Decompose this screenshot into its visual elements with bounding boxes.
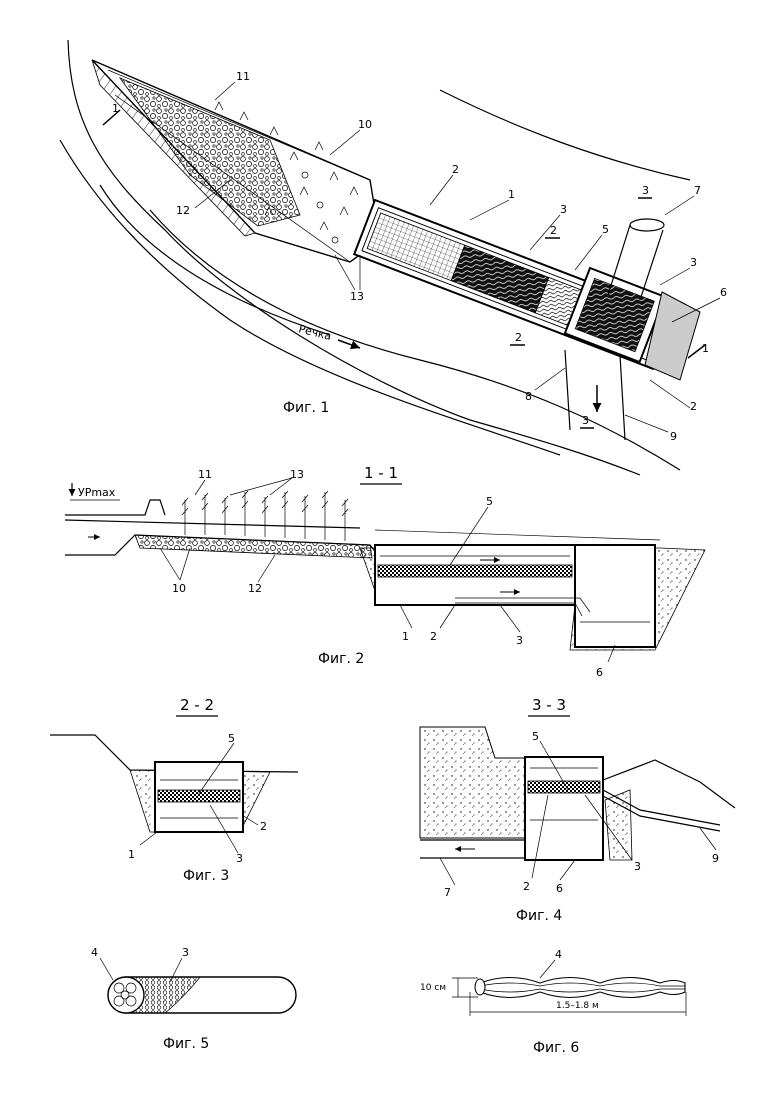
dim-diameter-label: 10 см	[420, 983, 446, 993]
svg-text:2: 2	[690, 400, 697, 413]
svg-text:2: 2	[523, 880, 530, 893]
svg-text:5: 5	[486, 495, 493, 508]
svg-text:2: 2	[260, 820, 267, 833]
svg-text:1: 1	[702, 342, 709, 355]
svg-text:2: 2	[452, 163, 459, 176]
figure-caption: Фиг. 2	[318, 651, 364, 667]
gravel-layer	[135, 535, 372, 558]
section-title: 3 - 3	[532, 696, 566, 714]
level-label: УРmax	[78, 486, 116, 499]
figure-caption: Фиг. 5	[163, 1036, 209, 1052]
gravel-fill	[120, 78, 300, 226]
svg-text:4: 4	[91, 946, 98, 959]
svg-text:1: 1	[402, 630, 409, 643]
figure-caption: Фиг. 1	[283, 400, 329, 416]
svg-text:3: 3	[582, 414, 589, 427]
soil-right	[605, 790, 632, 860]
callouts-fig6: 4	[540, 948, 562, 978]
svg-text:2: 2	[515, 331, 522, 344]
svg-text:8: 8	[525, 390, 532, 403]
figure-2: 1 - 1 УРmax	[65, 464, 705, 679]
svg-text:5: 5	[228, 732, 235, 745]
svg-text:7: 7	[694, 184, 701, 197]
svg-text:3: 3	[516, 634, 523, 647]
soil-block	[420, 727, 525, 838]
svg-text:3: 3	[182, 946, 189, 959]
svg-text:9: 9	[670, 430, 677, 443]
svg-text:1: 1	[128, 848, 135, 861]
section-title: 1 - 1	[364, 464, 398, 482]
figure-caption: Фиг. 6	[533, 1040, 579, 1056]
svg-text:6: 6	[556, 882, 563, 895]
svg-text:3: 3	[690, 256, 697, 269]
pipe-7-mouth	[630, 219, 664, 231]
terrain-line	[440, 90, 690, 180]
section-title: 2 - 2	[180, 696, 214, 714]
svg-text:10: 10	[172, 582, 186, 595]
svg-text:4: 4	[555, 948, 562, 961]
svg-text:2: 2	[430, 630, 437, 643]
figure-5: 4 3 Фиг. 5	[91, 946, 296, 1052]
filter-layer	[158, 790, 240, 802]
top-line	[375, 530, 660, 540]
svg-text:6: 6	[720, 286, 727, 299]
svg-text:5: 5	[532, 730, 539, 743]
dim-length-label: 1.5–1.8 м	[556, 1001, 599, 1011]
svg-text:1: 1	[508, 188, 515, 201]
figure-1: Речка 1 1 2 2 3 3 1 2 3 5 3 7 6 8 2	[60, 40, 727, 475]
svg-text:13: 13	[290, 468, 304, 481]
svg-text:7: 7	[444, 886, 451, 899]
svg-text:1: 1	[112, 102, 119, 115]
bundle-outline	[480, 978, 685, 998]
water-surface	[65, 520, 360, 528]
svg-text:6: 6	[596, 666, 603, 679]
svg-text:11: 11	[198, 468, 212, 481]
svg-text:12: 12	[176, 204, 190, 217]
svg-text:5: 5	[602, 223, 609, 236]
svg-text:3: 3	[642, 184, 649, 197]
figure-6: 10 см 1.5–1.8 м 4 Фиг. 6	[420, 948, 686, 1056]
figure-caption: Фиг. 4	[516, 908, 562, 924]
svg-text:3: 3	[236, 852, 243, 865]
svg-text:10: 10	[358, 118, 372, 131]
filter-layer	[378, 565, 572, 577]
bundle-end	[475, 979, 485, 995]
svg-text:12: 12	[248, 582, 262, 595]
pipe-9	[565, 350, 625, 440]
reeds	[182, 491, 348, 541]
fascine-end	[108, 977, 144, 1013]
svg-text:3: 3	[560, 203, 567, 216]
filter-tank	[525, 757, 603, 860]
collector-well	[575, 545, 655, 647]
figure-3: 2 - 2 5 2 1 3 Фиг. 3	[50, 696, 298, 884]
svg-text:11: 11	[236, 70, 250, 83]
river-label: Речка	[297, 322, 332, 343]
figure-caption: Фиг. 3	[183, 868, 229, 884]
svg-text:9: 9	[712, 852, 719, 865]
svg-text:3: 3	[634, 860, 641, 873]
dim-diameter	[452, 978, 478, 997]
svg-text:13: 13	[350, 290, 364, 303]
figure-4: 3 - 3 5 9 3 7 2 6 Фиг. 4	[420, 696, 735, 924]
